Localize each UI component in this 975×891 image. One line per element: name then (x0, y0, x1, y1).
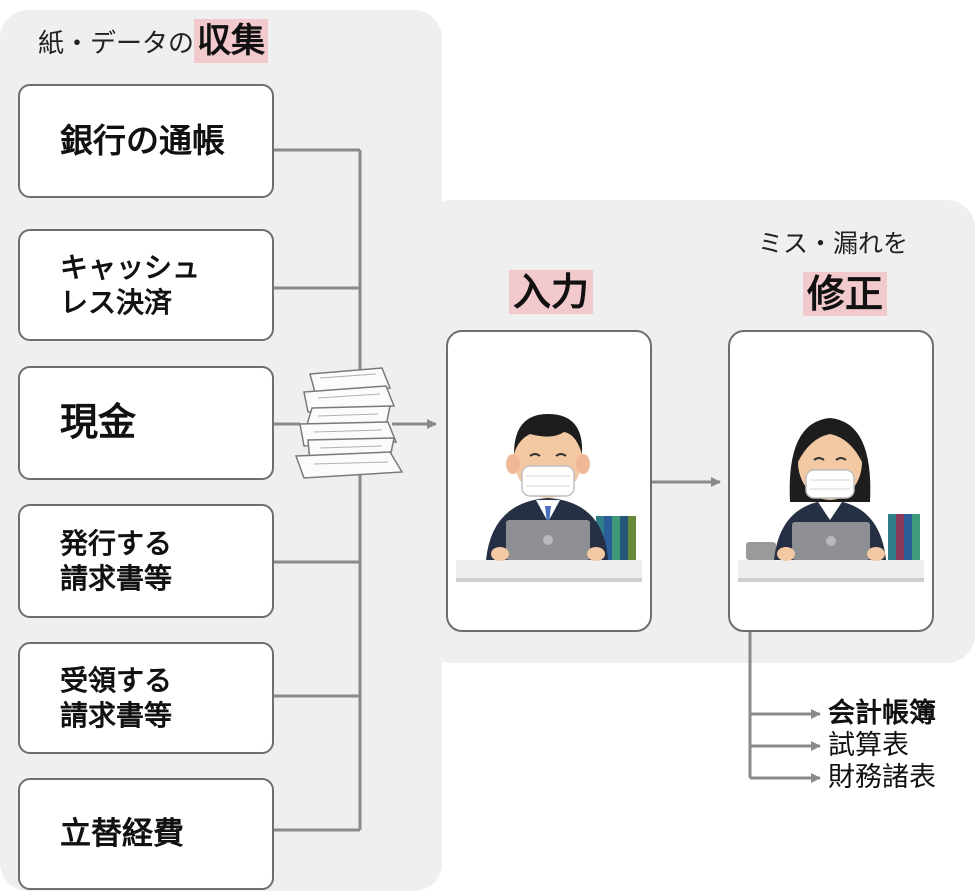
source-label: 銀行の通帳 (60, 121, 225, 161)
source-label: 発行する 請求書等 (60, 527, 173, 595)
fix-step-label: 修正 (802, 272, 887, 316)
source-label: 立替経費 (60, 815, 184, 852)
collect-title: 紙・データの 収集 (38, 18, 269, 64)
source-issued-invoices: 発行する 請求書等 (18, 504, 274, 618)
output-financial-statements: 財務諸表 (828, 762, 936, 793)
paper-stack-icon (294, 367, 404, 479)
man-with-mask-at-laptop-icon (456, 414, 642, 582)
source-reimbursed-expenses: 立替経費 (18, 778, 274, 890)
woman-with-mask-at-laptop-icon (738, 418, 924, 582)
source-label: 受領する 請求書等 (60, 664, 173, 732)
input-step-title: 入力 (486, 268, 616, 316)
fix-person-box (728, 330, 934, 632)
source-cashless-payment: キャッシュ レス決済 (18, 229, 274, 341)
source-received-invoices: 受領する 請求書等 (18, 642, 274, 754)
input-person-box (446, 330, 652, 632)
output-trial-balance: 試算表 (828, 730, 909, 761)
fix-step-title: 修正 (780, 270, 910, 318)
input-step-label: 入力 (508, 270, 593, 314)
collect-title-prefix: 紙・データの (38, 28, 195, 59)
collect-title-highlight: 収集 (194, 19, 269, 63)
fix-step-caption: ミス・漏れを (758, 229, 909, 258)
output-accounting-books: 会計帳簿 (828, 698, 936, 729)
source-bank-passbook: 銀行の通帳 (18, 84, 274, 198)
source-label: 現金 (60, 400, 137, 445)
source-cash: 現金 (18, 366, 274, 480)
source-label: キャッシュ レス決済 (60, 251, 201, 319)
